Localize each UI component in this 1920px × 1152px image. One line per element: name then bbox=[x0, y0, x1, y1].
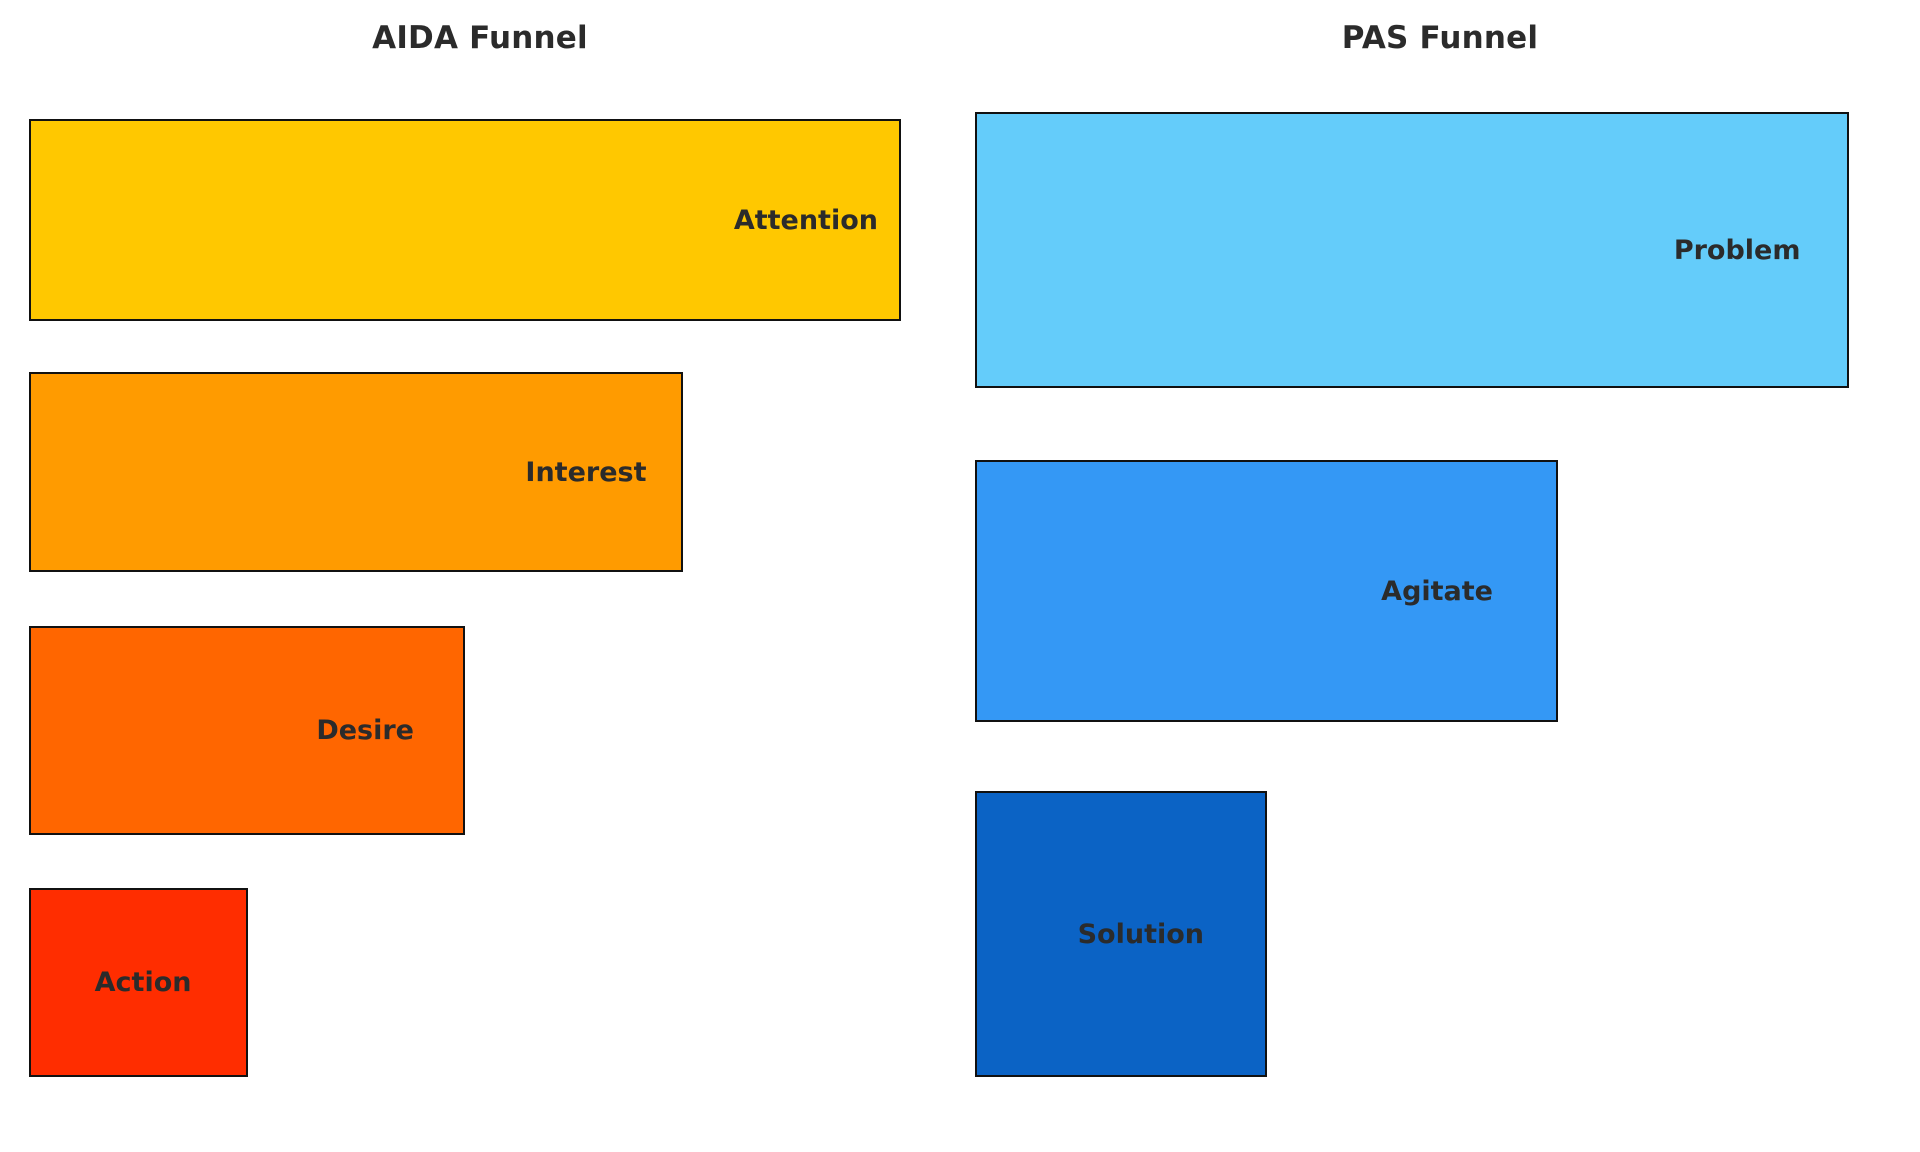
funnel-stage-problem[interactable]: Problem bbox=[975, 112, 1849, 388]
funnel-stage-label: Problem bbox=[1673, 234, 1801, 266]
funnel-stage-label: Attention bbox=[733, 204, 878, 236]
funnel-stage-attention[interactable]: Attention bbox=[29, 119, 901, 321]
funnel-title-aida: AIDA Funnel bbox=[372, 20, 588, 56]
funnel-stage-label: Agitate bbox=[1381, 575, 1493, 607]
funnel-panel-pas: PAS Funnel bbox=[960, 0, 1920, 1152]
funnel-stage-label: Solution bbox=[1077, 918, 1204, 950]
funnel-stage-interest[interactable]: Interest bbox=[29, 372, 683, 572]
funnel-stage-label: Interest bbox=[525, 456, 647, 488]
funnel-stage-desire[interactable]: Desire bbox=[29, 626, 465, 835]
funnel-stage-solution[interactable]: Solution bbox=[975, 791, 1267, 1077]
funnel-panel-aida: AIDA Funnel bbox=[372, 20, 588, 56]
funnel-stage-action[interactable]: Action bbox=[29, 888, 248, 1077]
funnel-stage-label: Desire bbox=[316, 715, 414, 746]
funnel-stage-agitate[interactable]: Agitate bbox=[975, 460, 1558, 722]
funnel-title-pas: PAS Funnel bbox=[1341, 20, 1539, 56]
funnel-stage-label: Action bbox=[94, 967, 192, 998]
